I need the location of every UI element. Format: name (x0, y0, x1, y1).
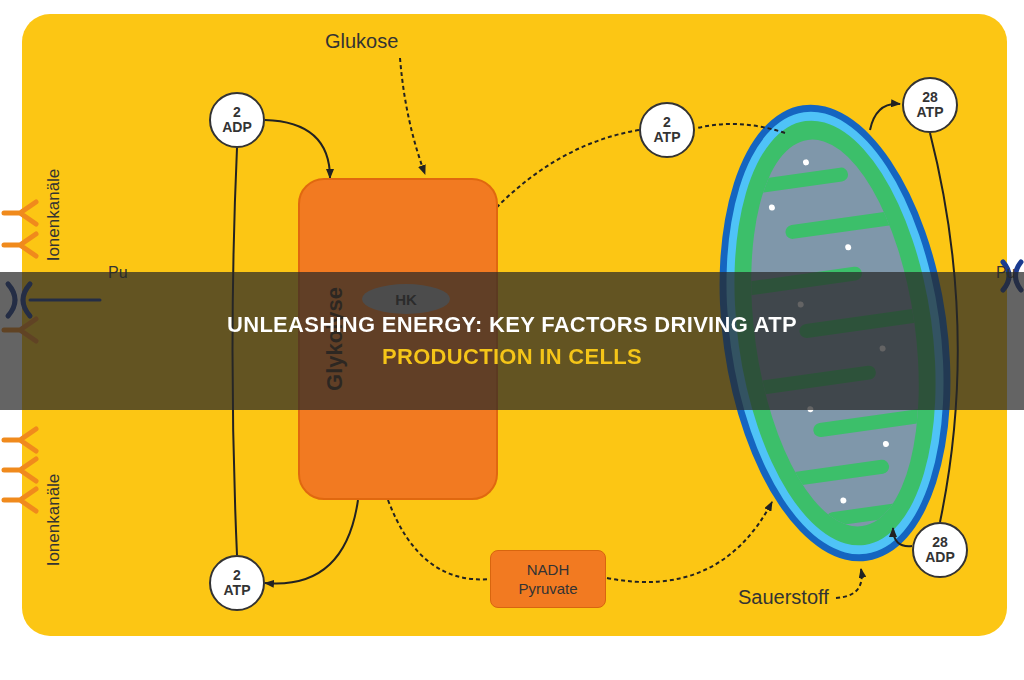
mitochondrion (718, 167, 849, 199)
flow-arrow (697, 124, 785, 133)
node-text: 2 ADP (222, 105, 252, 135)
mitochondrion (812, 405, 948, 438)
molecule-circle: 2 ATP (639, 102, 695, 158)
title-banner: UNLEASHING ENERGY: KEY FACTORS DRIVING A… (0, 272, 1024, 410)
flow-connector (388, 500, 490, 579)
mitochondrion (759, 459, 890, 491)
ion-channel (4, 459, 36, 481)
flow-arrow (836, 569, 862, 598)
flow-arrow (400, 58, 425, 174)
vertical-label: Ionenkanäle (44, 474, 64, 567)
text-label: Sauerstoff (738, 586, 829, 609)
ion-channel (4, 429, 36, 451)
mitochondrion (883, 441, 890, 448)
mitochondrion (840, 497, 847, 504)
node-text: 2 ATP (654, 115, 681, 145)
vertical-label: Ionenkanäle (44, 169, 64, 262)
node-text: 28 ADP (925, 535, 955, 565)
ion-channel (4, 489, 36, 511)
flow-arrow (893, 528, 912, 546)
molecule-circle: 2 ADP (209, 92, 265, 148)
molecule-circle: 28 ATP (902, 77, 958, 133)
product-box: NADH Pyruvate (490, 550, 606, 608)
text-label: Glukose (325, 30, 398, 53)
mitochondrion (769, 204, 776, 211)
flow-connector (265, 500, 358, 584)
ion-channel (4, 234, 36, 256)
flow-arrow (870, 104, 900, 130)
mitochondrion (845, 244, 852, 251)
node-text: NADH Pyruvate (503, 560, 593, 598)
title-text: UNLEASHING ENERGY: KEY FACTORS DRIVING A… (152, 309, 872, 373)
flow-arrow (607, 502, 772, 582)
ion-channel (4, 202, 36, 224)
node-text: 2 ATP (224, 568, 251, 598)
mitochondrion (803, 159, 810, 166)
cell-body (22, 14, 1007, 636)
node-text: 28 ATP (917, 90, 944, 120)
molecule-circle: 2 ATP (209, 555, 265, 611)
mitochondrion (785, 207, 921, 240)
flow-connector (265, 120, 330, 178)
molecule-circle: 28 ADP (912, 522, 968, 578)
